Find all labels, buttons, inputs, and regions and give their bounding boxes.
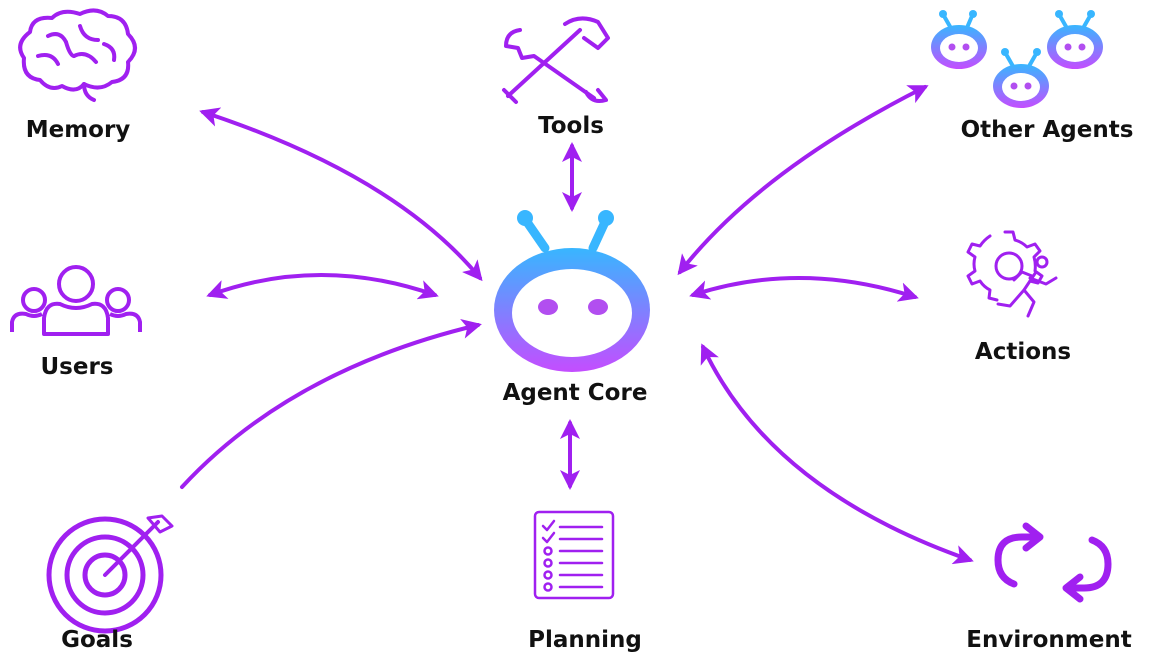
robot-face-icon bbox=[494, 210, 650, 372]
robot-group-icon bbox=[931, 10, 1103, 108]
arrow-users-core bbox=[206, 273, 439, 300]
planning-label: Planning bbox=[528, 627, 642, 653]
arrow-other-agents-core bbox=[677, 85, 929, 276]
actions-label: Actions bbox=[975, 339, 1071, 365]
users-label: Users bbox=[41, 354, 114, 380]
goals-label: Goals bbox=[61, 627, 133, 653]
user-group-icon bbox=[10, 265, 142, 336]
environment-node: Environment bbox=[966, 522, 1132, 653]
agent-core-label: Agent Core bbox=[503, 380, 648, 406]
arrow-memory-core bbox=[199, 107, 483, 282]
agent-core-node: Agent Core bbox=[494, 210, 650, 406]
tools-label: Tools bbox=[538, 113, 604, 139]
cycle-arrows-icon bbox=[994, 522, 1112, 603]
tools-node: Tools bbox=[502, 16, 610, 139]
environment-label: Environment bbox=[966, 627, 1131, 653]
planning-node: Planning bbox=[528, 510, 642, 653]
wrench-hammer-icon bbox=[502, 16, 610, 104]
arrow-environment-core bbox=[700, 343, 974, 565]
checklist-icon bbox=[533, 510, 615, 600]
target-icon bbox=[46, 514, 174, 634]
users-node: Users bbox=[10, 265, 142, 380]
connector-arrows bbox=[180, 85, 974, 565]
gear-runner-icon bbox=[966, 230, 1058, 318]
actions-node: Actions bbox=[966, 230, 1071, 365]
other-agents-node: Other Agents bbox=[931, 10, 1133, 143]
arrow-actions-core bbox=[689, 276, 919, 302]
other-agents-label: Other Agents bbox=[961, 117, 1134, 143]
memory-label: Memory bbox=[26, 117, 131, 143]
arrow-goals-core bbox=[180, 319, 482, 489]
brain-icon bbox=[18, 8, 137, 102]
goals-node: Goals bbox=[46, 514, 174, 653]
memory-node: Memory bbox=[18, 8, 137, 143]
